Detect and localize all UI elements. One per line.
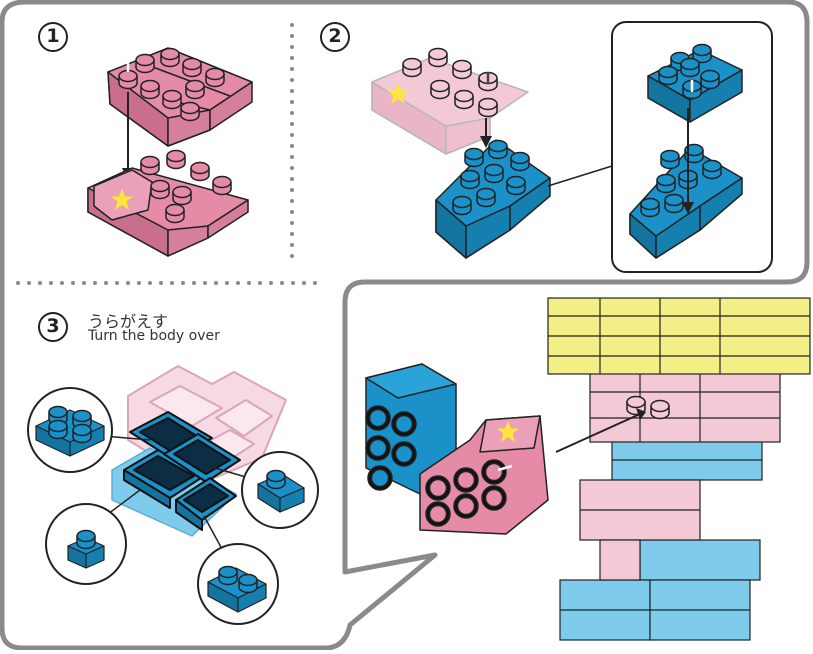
- figure-hair-yellow: [547, 297, 811, 375]
- step1-bottom-pink-bricks: [87, 149, 249, 257]
- torso-pink-block: [419, 415, 549, 535]
- step-3-text-english: Turn the body over: [88, 328, 220, 344]
- attach-arrow: [555, 413, 641, 453]
- callout-brick-1x2-right: [257, 469, 305, 513]
- callout-brick-1x1: [67, 529, 105, 569]
- step3-blue-hollow-bricks: [123, 411, 241, 531]
- figure-body-light-pink: [579, 367, 781, 581]
- callout-brick-1x2-bottom: [207, 565, 267, 613]
- step1-top-pink-bricks: [107, 47, 253, 147]
- step-3-badge: 3: [38, 312, 68, 342]
- callout-brick-2x2: [35, 405, 105, 457]
- step-1-badge: 1: [38, 22, 68, 52]
- inset-blue-plate: [647, 43, 743, 123]
- step2-blue-bricks: [435, 139, 551, 259]
- torso-blue-block: [365, 363, 457, 495]
- step-2-badge: 2: [320, 22, 350, 52]
- step-3-text-japanese: うらがえす: [88, 312, 169, 331]
